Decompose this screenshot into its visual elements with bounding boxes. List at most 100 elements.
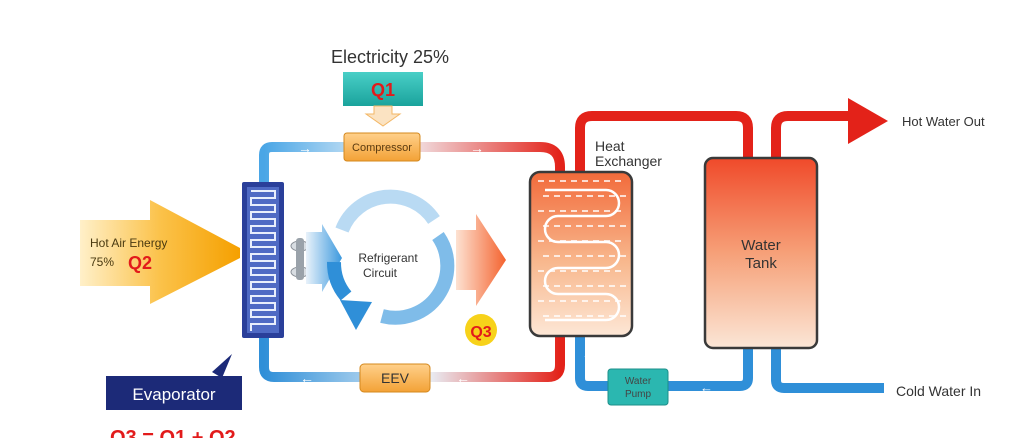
svg-text:←: ← [300,370,314,386]
hx-bubble [543,195,549,197]
hx-bubble [565,315,571,317]
hot-water-pipes [575,98,888,175]
hx-bubble [598,285,604,287]
hx-bubble [587,255,593,257]
hx-bubble [604,270,610,272]
q3-label: Q3 [470,324,491,341]
hot-air-label-2: 75% [90,255,114,269]
svg-text:←: ← [700,380,713,395]
hx-bubble [560,210,566,212]
q1-down-arrow [364,105,402,127]
hx-bubble [587,285,593,287]
hx-bubble [565,255,571,257]
hx-bubble [620,195,626,197]
hx-bubble [615,180,621,182]
hx-bubble [609,285,615,287]
hx-bubble [554,315,560,317]
hx-bubble [549,180,555,182]
svg-text:→: → [470,140,484,156]
hx-bubble [571,270,577,272]
compressor-label: Compressor [352,142,412,154]
hot-water-out-label: Hot Water Out [902,114,985,129]
hx-bubble [598,315,604,317]
hx-bubble [598,255,604,257]
svg-text:↑: ↑ [583,350,590,365]
water-tank-label-2: Tank [745,255,777,272]
hx-bubble [543,315,549,317]
svg-text:→: → [298,140,312,156]
hx-bubble [538,210,544,212]
q2-label: Q2 [128,253,152,273]
q1-label: Q1 [371,80,395,100]
hx-bubble [554,225,560,227]
hx-bubble [560,180,566,182]
water-tank-label-1: Water [741,237,780,254]
hx-bubble [538,240,544,242]
eev-label: EEV [381,370,410,386]
hx-bubble [604,210,610,212]
hx-bubble [565,195,571,197]
hx-bubble [604,180,610,182]
evaporator-label: Evaporator [132,385,215,404]
hx-bubble [576,225,582,227]
hx-bubble [598,195,604,197]
hx-bubble [604,300,610,302]
hx-bubble [543,255,549,257]
hx-bubble [538,300,544,302]
hx-bubble [549,270,555,272]
hx-bubble [576,315,582,317]
hx-bubble [576,255,582,257]
hx-bubble [620,255,626,257]
hx-bubble [554,195,560,197]
hot-water-out-arrow [848,98,888,144]
hx-bubble [576,285,582,287]
hx-bubble [554,285,560,287]
hx-bubble [593,210,599,212]
heat-exchanger [528,170,634,338]
evaporator-callout: Evaporator [106,354,242,410]
hx-bubble [560,270,566,272]
fan-arrow [306,224,342,292]
q3-badge: Q3 [465,314,497,346]
hx-bubble [620,285,626,287]
svg-text:←: ← [456,370,470,386]
hx-bubble [582,210,588,212]
compressor: Compressor [343,132,421,162]
eev-valve: EEV [359,363,431,393]
hot-air-energy-arrow: Hot Air Energy 75% Q2 [80,200,240,304]
hx-bubble [593,270,599,272]
hx-bubble [620,315,626,317]
evaporator-coil [242,182,284,338]
hx-bubble [609,315,615,317]
equation-label: Q3 = Q1 + Q2 [110,427,236,438]
hx-bubble [615,210,621,212]
hx-bubble [615,240,621,242]
fan-icon [290,238,310,280]
refrigerant-circuit-label-1: Refrigerant [358,251,418,265]
hx-bubble [554,255,560,257]
hx-bubble [549,210,555,212]
hx-bubble [587,225,593,227]
refrigerant-circuit-label-2: Circuit [363,266,398,280]
hx-bubble [571,180,577,182]
hx-bubble [609,225,615,227]
hx-bubble [582,180,588,182]
electricity-label: Electricity 25% [331,47,449,67]
hx-bubble [609,195,615,197]
water-pump-label-1: Water [625,376,652,387]
hx-bubble [598,225,604,227]
hx-bubble [615,270,621,272]
refrigerant-circuit-arrows [327,189,455,330]
hx-bubble [571,300,577,302]
hx-bubble [587,195,593,197]
hx-bubble [582,270,588,272]
hx-bubble [538,270,544,272]
cold-water-in-label: Cold Water In [896,383,981,399]
hot-air-label-1: Hot Air Energy [90,236,167,250]
hx-bubble [560,300,566,302]
hx-bubble [565,285,571,287]
water-pump-label-2: Pump [625,389,652,400]
hx-bubble [609,255,615,257]
hx-bubble [538,180,544,182]
